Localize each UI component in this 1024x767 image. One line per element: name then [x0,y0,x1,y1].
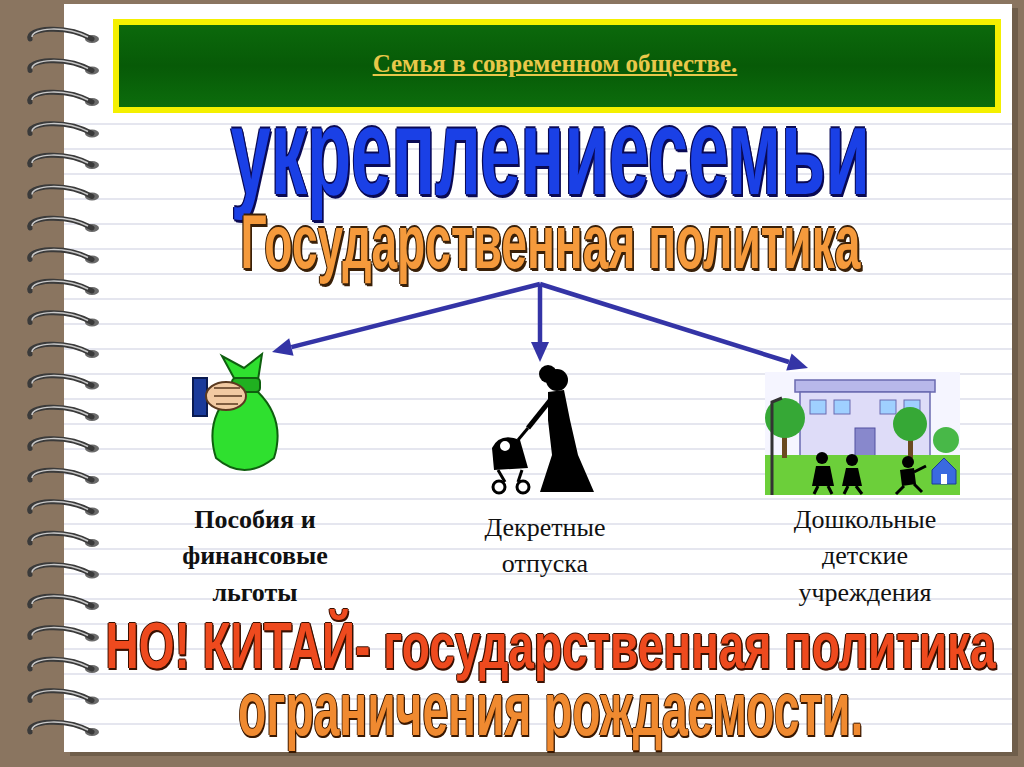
heading-text: Государственная политика [240,204,860,280]
ring-shine [32,628,88,636]
ring-coil [30,313,92,323]
ring-coil [30,281,92,291]
ring-shine [32,29,88,37]
ring-coil [30,470,92,480]
ring-shine [32,659,88,667]
ring-shine [32,92,88,100]
ring-shine [32,376,88,384]
connector-arrow [291,284,540,347]
slogan-text: укреплениесемьи [230,88,870,213]
ring-shine [32,61,88,69]
note-text: ограничения рождаемости. [238,671,863,747]
ring-shine [32,155,88,163]
measure-item: Пособия и финансовые льготы [150,352,360,615]
heading-line: Государственная политика [230,204,870,280]
ring-coil [30,407,92,417]
paper [64,4,1012,752]
arrowhead [272,338,294,355]
note-text: НО! КИТАЙ- государственная политика [105,614,995,678]
item-text: Дошкольные детские учреждения [755,502,975,611]
item-text: Декретные отпуска [440,510,650,583]
ring-coil [30,218,92,228]
ring-coil [30,124,92,134]
ring-coil [30,187,92,197]
ring-coil [30,659,92,669]
ring-coil [30,628,92,638]
ring-coil [30,502,92,512]
ring-shine [32,533,88,541]
ring-shine [32,502,88,510]
ring-shine [32,596,88,604]
label-box: ограничения рождаемости. [200,671,900,747]
ring-shine [32,313,88,321]
ring-shine [32,281,88,289]
policy-heading: Государственная политика [230,200,870,284]
ring-coil [30,376,92,386]
ring-shine [32,124,88,132]
ring-shine [32,691,88,699]
ring-shine [32,722,88,730]
ring-coil [30,29,92,39]
ring-shine [32,407,88,415]
connector-arrow [538,284,543,342]
ring-coil [30,439,92,449]
ring-shine [32,344,88,352]
ring-shine [32,470,88,478]
ring-shine [32,250,88,258]
ring-coil [30,722,92,732]
kindergarten-icon [765,372,960,495]
ring-coil [30,61,92,71]
ring-coil [30,691,92,701]
ruled-lines [64,120,1012,745]
item-text: Пособия и финансовые льготы [150,502,360,611]
mother-with-stroller-icon [492,365,594,493]
ring-coil [30,596,92,606]
ring-coil [30,92,92,102]
slide-title: Семья в современном обществе. [130,50,980,78]
ring-coil [30,565,92,575]
spiral-binding [30,29,99,736]
arrowhead [786,353,808,370]
measure-item: Дошкольные детские учреждения [755,368,975,615]
measure-item: Декретные отпуска [440,362,650,587]
label-box: укреплениесемьи [180,88,920,213]
label-box: НО! КИТАЙ- государственная политика [90,614,1010,678]
ring-shine [32,187,88,195]
ring-coil [30,250,92,260]
money-bag-icon [193,354,278,470]
arrowhead [531,342,549,362]
ring-coil [30,533,92,543]
ring-shine [32,218,88,226]
ring-shine [32,565,88,573]
ring-coil [30,155,92,165]
connector-arrow [540,284,789,362]
ring-shine [32,439,88,447]
ring-coil [30,344,92,354]
